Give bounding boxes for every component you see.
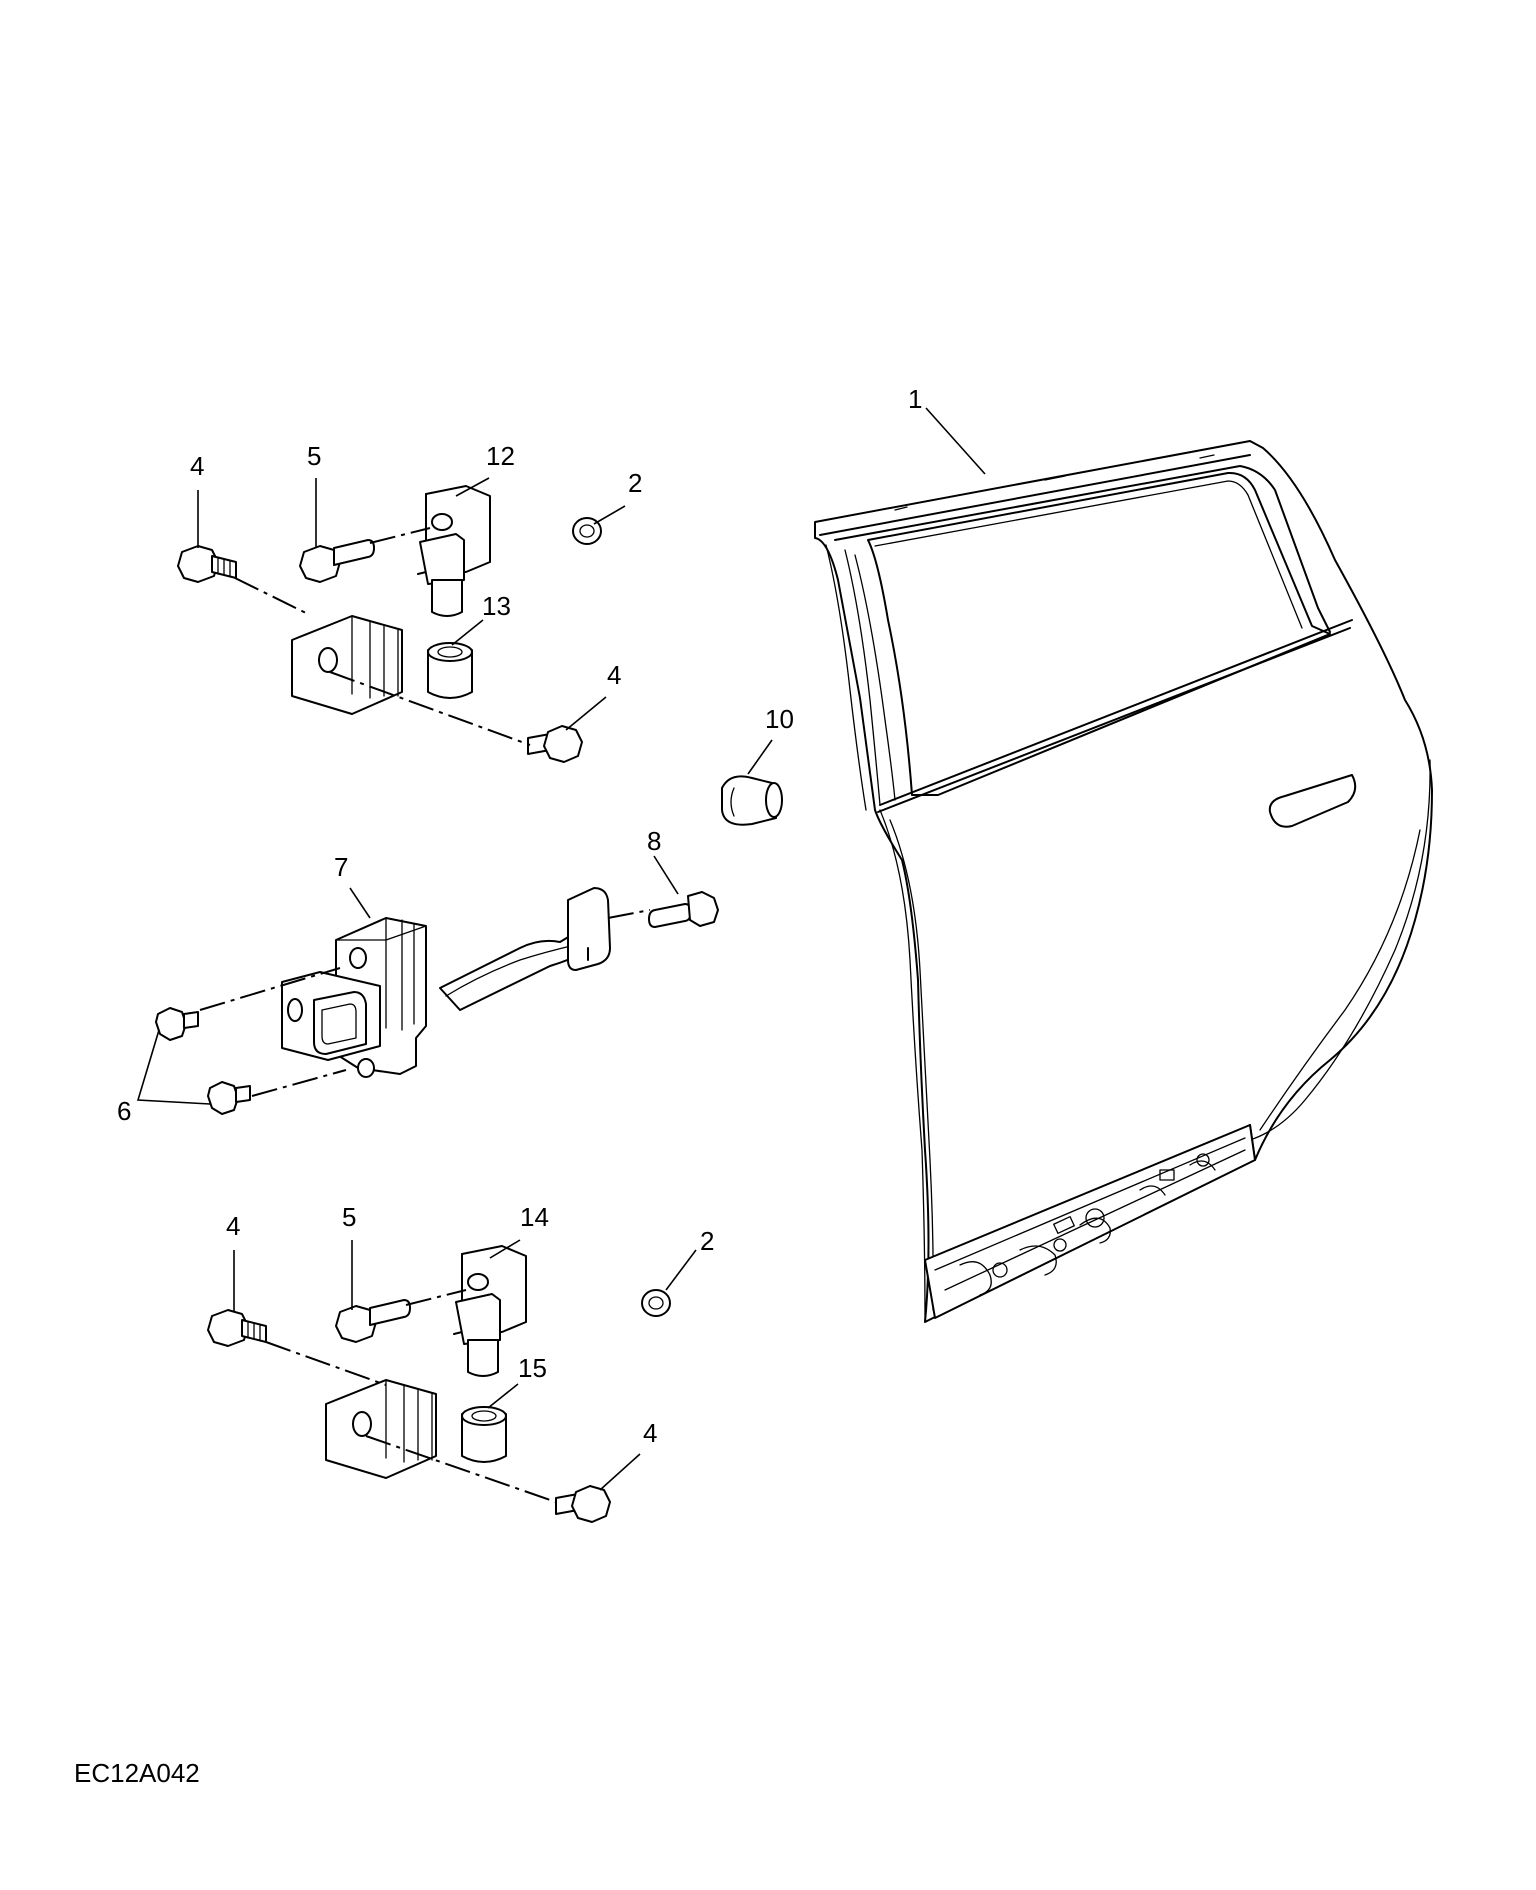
callout-labels: 1 2 2 4 4 4 4 5 5 6 7 8 10 12 13 14 15: [117, 384, 922, 1448]
rear-door-shell: [814, 440, 1433, 1323]
callout-lower-hinge-pin-bolt: 5: [342, 1202, 356, 1232]
callout-door-shell: 1: [908, 384, 922, 414]
callout-upper-hinge-body-half: 13: [482, 591, 511, 621]
upper-hinge-door-half: [417, 485, 491, 617]
check-strap-bolt-lower: [207, 1081, 251, 1115]
callout-check-strap: 7: [334, 852, 348, 882]
upper-nut: [572, 517, 602, 545]
lower-hinge-body-half: [325, 1379, 507, 1479]
upper-hinge-body-half: [291, 615, 473, 715]
lower-hinge-door-half: [453, 1245, 527, 1377]
callout-upper-nut: 2: [628, 468, 642, 498]
check-strap-bolt-upper: [155, 1007, 199, 1041]
callout-lower-hinge-door-half: 14: [520, 1202, 549, 1232]
callout-lower-nut: 2: [700, 1226, 714, 1256]
lower-nut: [641, 1289, 671, 1317]
callout-upper-hinge-pin-bolt: 5: [307, 441, 321, 471]
upper-hinge-bolt-right: [527, 725, 583, 763]
lower-hinge-bolt-left: [207, 1309, 267, 1347]
callout-check-strap-bolt: 8: [647, 826, 661, 856]
bump-stop: [721, 775, 783, 826]
callout-upper-hinge-bolt-b: 4: [607, 660, 621, 690]
check-strap-bolt: [648, 891, 719, 928]
callout-check-strap-bolts: 6: [117, 1096, 131, 1126]
check-strap: [281, 887, 611, 1078]
callout-lower-hinge-body-half: 15: [518, 1353, 547, 1383]
callout-upper-hinge-bolt-a: 4: [190, 451, 204, 481]
upper-hinge-bolt-left: [177, 545, 237, 583]
callout-bump-stop: 10: [765, 704, 794, 734]
upper-hinge-pin-bolt: [299, 539, 375, 583]
diagram-reference-code: EC12A042: [74, 1758, 200, 1788]
leader-lines: [136, 407, 986, 1491]
lower-hinge-pin-bolt: [335, 1299, 411, 1343]
lower-hinge-bolt-right: [555, 1485, 611, 1523]
callout-lower-hinge-bolt-a: 4: [226, 1211, 240, 1241]
callout-upper-hinge-door-half: 12: [486, 441, 515, 471]
callout-lower-hinge-bolt-b: 4: [643, 1418, 657, 1448]
